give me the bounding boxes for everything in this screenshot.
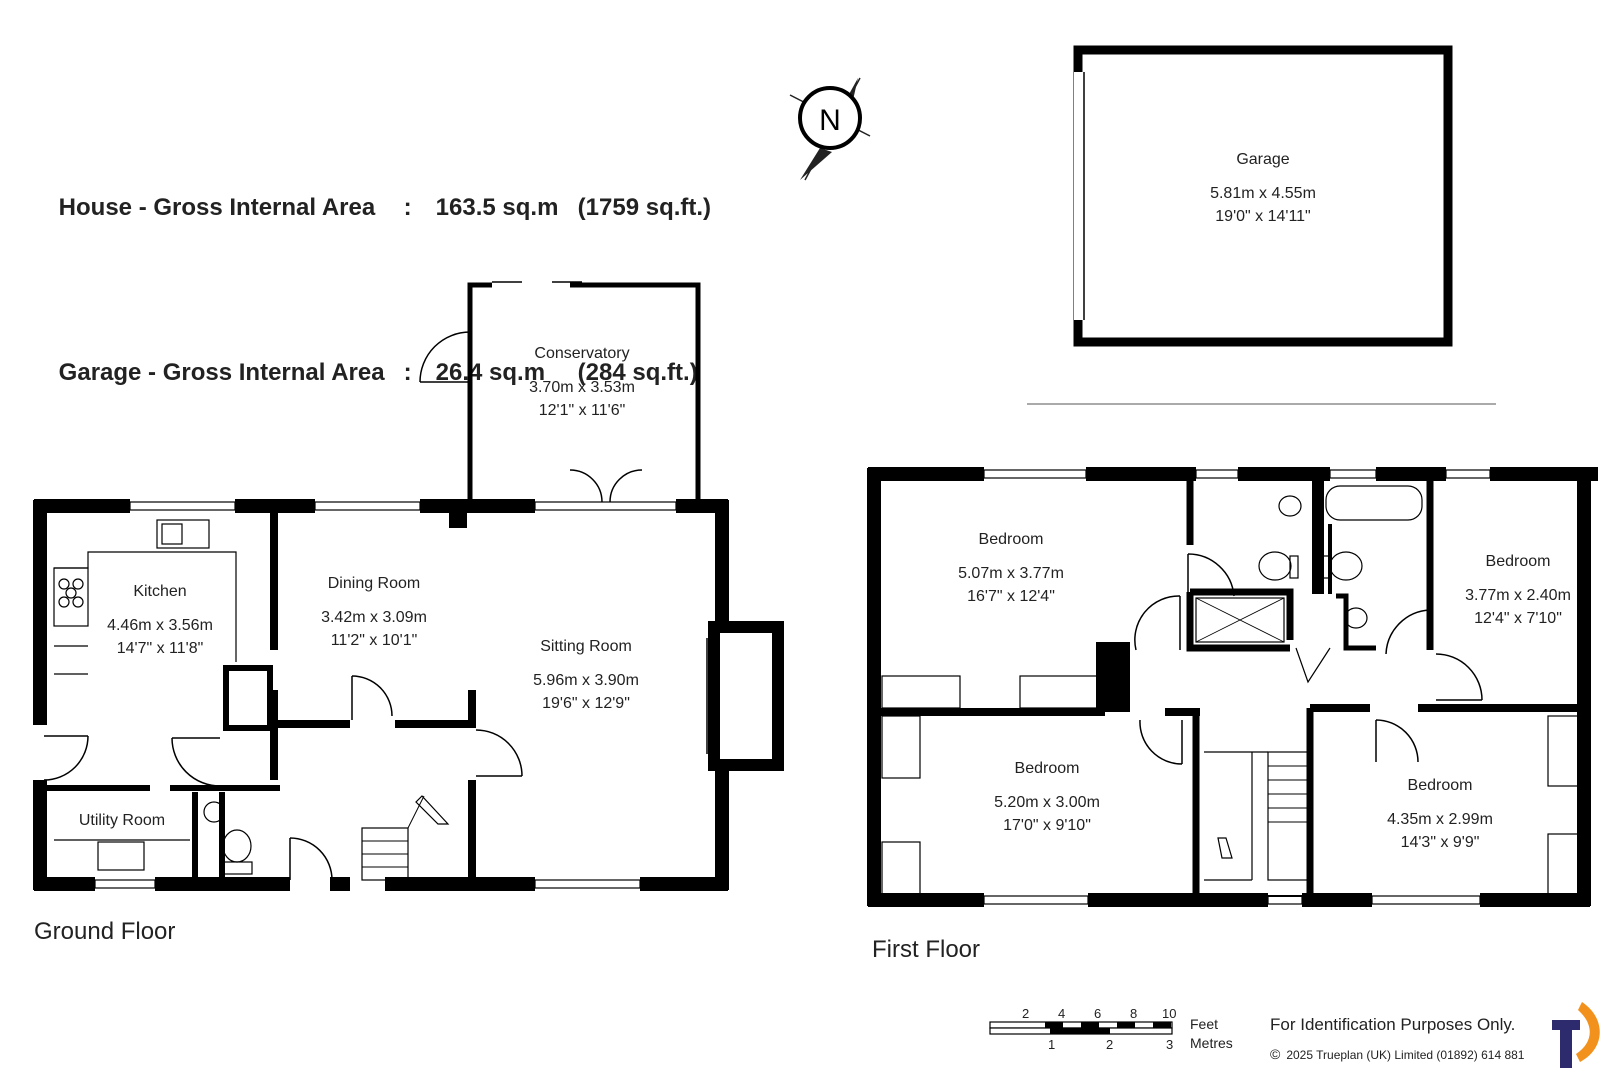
room-metric: 3.77m x 2.40m [1465,587,1571,604]
room-metric: 4.46m x 3.56m [107,617,213,634]
scale-feet-tick: 8 [1130,1006,1138,1021]
bedroom-2-label: Bedroom 3.77m x 2.40m 12'4" x 7'10" [1418,550,1618,630]
scale-feet-label: Feet [1190,1016,1219,1032]
first-floor-plan [867,467,1598,907]
room-imperial: 16'7" x 12'4" [967,588,1055,605]
room-name: Sitting Room [540,638,632,655]
garage-label: Garage 5.81m x 4.55m 19'0" x 14'11" [1163,148,1363,228]
house-area-metric: 163.5 sq.m [435,194,559,221]
room-name: Utility Room [78,812,166,829]
scale-feet-tick: 6 [1094,1006,1102,1021]
room-name: Conservatory [534,345,630,362]
room-imperial: 12'4" x 7'10" [1474,610,1562,627]
room-name: Kitchen [133,583,187,600]
garage-area-row: Garage - Gross Internal Area:26.4 sq.m(2… [32,323,711,422]
copyright-text: 2025 Trueplan (UK) Limited (01892) 614 8… [1286,1048,1525,1062]
garage-area-sep: : [403,359,412,386]
room-name: Dining Room [327,575,421,592]
first-floor-title: First Floor [872,936,980,963]
conservatory-label: Conservatory 3.70m x 3.53m 12'1" x 11'6" [482,342,682,422]
room-metric: 5.96m x 3.90m [533,672,639,689]
room-imperial: 19'0" x 14'11" [1215,208,1311,225]
scale-metres-label: Metres [1190,1035,1233,1051]
garage-plan [1073,45,1453,347]
scale-metre-tick: 3 [1166,1037,1174,1052]
garage-area-label: Garage - Gross Internal Area [58,359,385,386]
room-name: Bedroom [1485,553,1551,570]
scale-metre-tick: 2 [1106,1037,1114,1052]
copyright-notice: © 2025 Trueplan (UK) Limited (01892) 614 … [1270,1046,1524,1062]
ground-floor-plan [33,281,784,891]
scale-feet-tick: 2 [1022,1006,1030,1021]
room-metric: 3.70m x 3.53m [529,379,635,396]
room-name: Bedroom [978,531,1044,548]
compass-icon: N [789,77,871,181]
scale-bar [989,1021,1173,1035]
sitting-room-label: Sitting Room 5.96m x 3.90m 19'6" x 12'9" [486,635,686,715]
room-name: Garage [1236,151,1290,168]
room-name: Bedroom [1407,777,1473,794]
utility-room-label: Utility Room [42,809,202,832]
compass-north-letter: N [819,104,841,137]
bedroom-3-label: Bedroom 5.20m x 3.00m 17'0" x 9'10" [947,757,1147,837]
scale-feet-tick: 10 [1162,1006,1177,1021]
room-metric: 5.20m x 3.00m [994,794,1100,811]
kitchen-label: Kitchen 4.46m x 3.56m 14'7" x 11'8" [60,580,260,660]
house-area-sep: : [403,194,412,221]
trueplan-logo-icon [1552,1002,1600,1068]
scale-feet-tick: 4 [1058,1006,1066,1021]
room-metric: 4.35m x 2.99m [1387,811,1493,828]
room-metric: 5.81m x 4.55m [1210,185,1316,202]
room-name: Bedroom [1014,760,1080,777]
scale-metre-tick: 1 [1048,1037,1056,1052]
dining-room-label: Dining Room 3.42m x 3.09m 11'2" x 10'1" [274,572,474,652]
room-metric: 3.42m x 3.09m [321,609,427,626]
bedroom-4-label: Bedroom 4.35m x 2.99m 14'3" x 9'9" [1340,774,1540,854]
area-summary: House - Gross Internal Area:163.5 sq.m(1… [32,92,711,455]
ground-floor-title: Ground Floor [34,918,176,945]
room-imperial: 17'0" x 9'10" [1003,817,1091,834]
room-imperial: 14'3" x 9'9" [1400,834,1480,851]
room-imperial: 11'2" x 10'1" [330,632,418,649]
identification-disclaimer: For Identification Purposes Only. [1270,1015,1516,1034]
room-imperial: 19'6" x 12'9" [542,695,630,712]
bedroom-1-label: Bedroom 5.07m x 3.77m 16'7" x 12'4" [911,528,1111,608]
copyright-symbol: © [1270,1046,1281,1062]
house-area-label: House - Gross Internal Area [58,194,376,221]
house-area-row: House - Gross Internal Area:163.5 sq.m (1… [32,158,711,257]
house-area-imperial: (1759 sq.ft.) [577,194,712,221]
room-metric: 5.07m x 3.77m [958,565,1064,582]
room-imperial: 12'1" x 11'6" [538,402,626,419]
room-imperial: 14'7" x 11'8" [116,640,204,657]
garage-area-imperial: (284 sq.ft.) [577,359,698,386]
